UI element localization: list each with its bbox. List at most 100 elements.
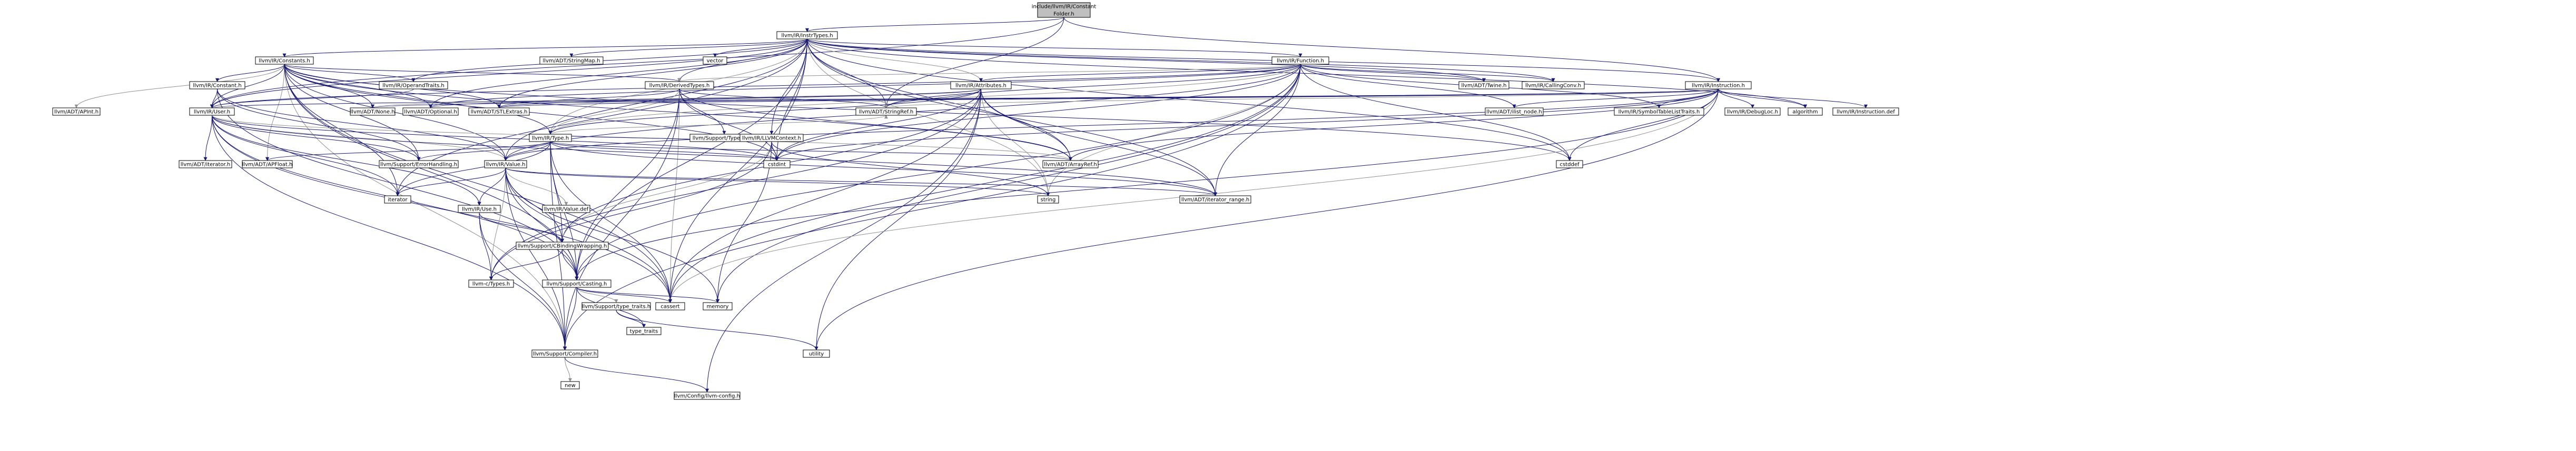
edge-function-to-string (1046, 64, 1301, 196)
edge-root-to-instrtypes (805, 17, 1064, 32)
edge-instruction-to-algorithm (1718, 88, 1807, 108)
node-memory[interactable]: memory (703, 302, 733, 310)
node-casting[interactable]: llvm/Support/Casting.h (542, 279, 611, 288)
edge-value-to-compiler (505, 167, 567, 350)
node-label-algorithm: algorithm (1792, 109, 1818, 115)
node-symtabtraits[interactable]: llvm/IR/SymbolTableListTraits.h (1614, 107, 1704, 116)
node-value[interactable]: llvm/IR/Value.h (484, 160, 527, 168)
node-box-new (560, 381, 580, 389)
node-arrayref[interactable]: llvm/ADT/ArrayRef.h (1042, 160, 1099, 168)
node-box-stringref (855, 107, 917, 116)
node-compiler[interactable]: llvm/Support/Compiler.h (531, 349, 598, 358)
node-label-typetraits: llvm/Support/type_traits.h (582, 304, 650, 310)
node-cassert[interactable]: cassert (655, 302, 685, 310)
node-label-apint: llvm/ADT/APInt.h (54, 109, 98, 115)
edge-value-to-memory (505, 167, 719, 303)
edge-value-to-casting (505, 167, 579, 280)
node-use[interactable]: llvm/IR/Use.h (458, 205, 501, 213)
edge-typetraits-to-utility (616, 309, 818, 350)
node-cbinding[interactable]: llvm/Support/CBindingWrapping.h (516, 242, 609, 250)
edge-typetraits-to-typetraitsstd (616, 309, 646, 328)
node-box-use (458, 205, 501, 213)
node-ilistnode[interactable]: llvm/ADT/ilist_node.h (1485, 107, 1544, 116)
node-typetraits[interactable]: llvm/Support/type_traits.h (581, 302, 651, 310)
node-utility[interactable]: utility (803, 349, 830, 358)
edge-function-to-attributes (979, 64, 1301, 82)
node-none[interactable]: llvm/ADT/None.h (350, 107, 396, 116)
node-user[interactable]: llvm/IR/User.h (189, 107, 235, 116)
node-label-string: string (1041, 197, 1056, 203)
node-instructiondef[interactable]: llvm/IR/Instruction.def (1832, 107, 1899, 116)
node-box-errorhandling (379, 160, 459, 168)
node-debugloc[interactable]: llvm/IR/DebugLoc.h (1724, 107, 1781, 116)
node-iterator[interactable]: llvm/ADT/iterator.h (179, 160, 232, 168)
node-box-cbinding (516, 242, 609, 250)
node-constants[interactable]: llvm/IR/Constants.h (255, 56, 314, 65)
edge-constants-to-apint (74, 64, 285, 108)
node-label-operandtraits: llvm/IR/OperandTraits.h (382, 83, 444, 89)
edge-root-to-stringref (884, 17, 1064, 108)
node-label-attributes: llvm/IR/Attributes.h (955, 83, 1006, 89)
node-vector[interactable]: vector (703, 56, 727, 65)
edge-user-to-errorhandling (212, 115, 421, 161)
node-stringref[interactable]: llvm/ADT/StringRef.h (855, 107, 917, 116)
edge-user-to-iteratorrange (212, 115, 1217, 196)
node-typetraitsstd[interactable]: type_traits (626, 327, 662, 335)
edge-user-to-value (212, 115, 508, 161)
edge-attributes-to-arrayref (981, 88, 1072, 161)
node-iteratorstd[interactable]: iterator (384, 195, 411, 204)
edge-llvmcontext-to-cbinding (560, 141, 772, 243)
node-llvmcontext[interactable]: llvm/IR/LLVMContext.h (739, 134, 804, 142)
node-cstddef[interactable]: cstddef (1556, 160, 1583, 168)
node-label-instrtypes: llvm/IR/InstrTypes.h (781, 33, 833, 39)
node-label-optional: llvm/ADT/Optional.h (404, 109, 457, 115)
node-instruction[interactable]: llvm/IR/Instruction.h (1685, 81, 1752, 89)
node-twine[interactable]: llvm/ADT/Twine.h (1458, 81, 1509, 89)
edge-derivedtypes-to-type (548, 88, 680, 135)
node-label-value: llvm/IR/Value.h (486, 162, 526, 168)
node-cstdint[interactable]: cstdint (763, 160, 791, 168)
edge-casting-to-cassert (576, 287, 672, 303)
node-constant[interactable]: llvm/IR/Constant.h (189, 81, 245, 89)
node-type[interactable]: llvm/IR/Type.h (529, 134, 572, 142)
node-attributes[interactable]: llvm/IR/Attributes.h (950, 81, 1012, 89)
node-box-arrayref (1042, 160, 1099, 168)
edge-function-to-casting (575, 64, 1301, 280)
node-optional[interactable]: llvm/ADT/Optional.h (402, 107, 459, 116)
node-label-none: llvm/ADT/None.h (350, 109, 394, 115)
node-box-config (674, 392, 741, 400)
edge-instrtypes-to-llvmcontext (769, 38, 807, 135)
node-callingconv[interactable]: llvm/IR/CallingConv.h (1522, 81, 1585, 89)
node-label-function: llvm/IR/Function.h (1277, 58, 1324, 64)
node-apfloat[interactable]: llvm/ADT/APFloat.h (242, 160, 293, 168)
node-box-stlextras (468, 107, 530, 116)
node-stlextras[interactable]: llvm/ADT/STLExtras.h (468, 107, 530, 116)
edge-value-to-string (505, 167, 1050, 196)
node-box-root (1037, 2, 1091, 18)
node-apint[interactable]: llvm/ADT/APInt.h (52, 107, 101, 116)
node-valuedef[interactable]: llvm/IR/Value.def (542, 205, 590, 213)
node-label-callingconv: llvm/IR/CallingConv.h (1525, 83, 1581, 89)
node-stringmap[interactable]: llvm/ADT/StringMap.h (539, 56, 604, 65)
node-ctypes[interactable]: llvm-c/Types.h (468, 279, 514, 288)
node-config[interactable]: llvm/Config/llvm-config.h (674, 392, 741, 400)
node-iteratorrange[interactable]: llvm/ADT/iterator_range.h (1179, 195, 1251, 204)
node-label-constant: llvm/IR/Constant.h (193, 83, 241, 89)
node-operandtraits[interactable]: llvm/IR/OperandTraits.h (379, 81, 448, 89)
node-function[interactable]: llvm/IR/Function.h (1271, 56, 1329, 65)
edge-constants-to-cassert (284, 64, 672, 303)
edge-instrtypes-to-stlextras (497, 38, 807, 108)
node-box-operandtraits (379, 81, 448, 89)
node-box-none (350, 107, 396, 116)
node-errorhandling[interactable]: llvm/Support/ErrorHandling.h (379, 160, 459, 168)
node-string[interactable]: string (1037, 195, 1059, 204)
node-derivedtypes[interactable]: llvm/IR/DerivedTypes.h (645, 81, 714, 89)
edge-function-to-optional (429, 64, 1301, 108)
node-label-memory: memory (707, 304, 729, 310)
node-instrtypes[interactable]: llvm/IR/InstrTypes.h (776, 31, 838, 39)
edge-instruction-to-cstddef (1567, 88, 1719, 161)
node-new[interactable]: new (560, 381, 580, 389)
node-box-typetraitsstd (626, 327, 662, 335)
node-algorithm[interactable]: algorithm (1788, 107, 1823, 116)
node-box-ilistnode (1485, 107, 1544, 116)
